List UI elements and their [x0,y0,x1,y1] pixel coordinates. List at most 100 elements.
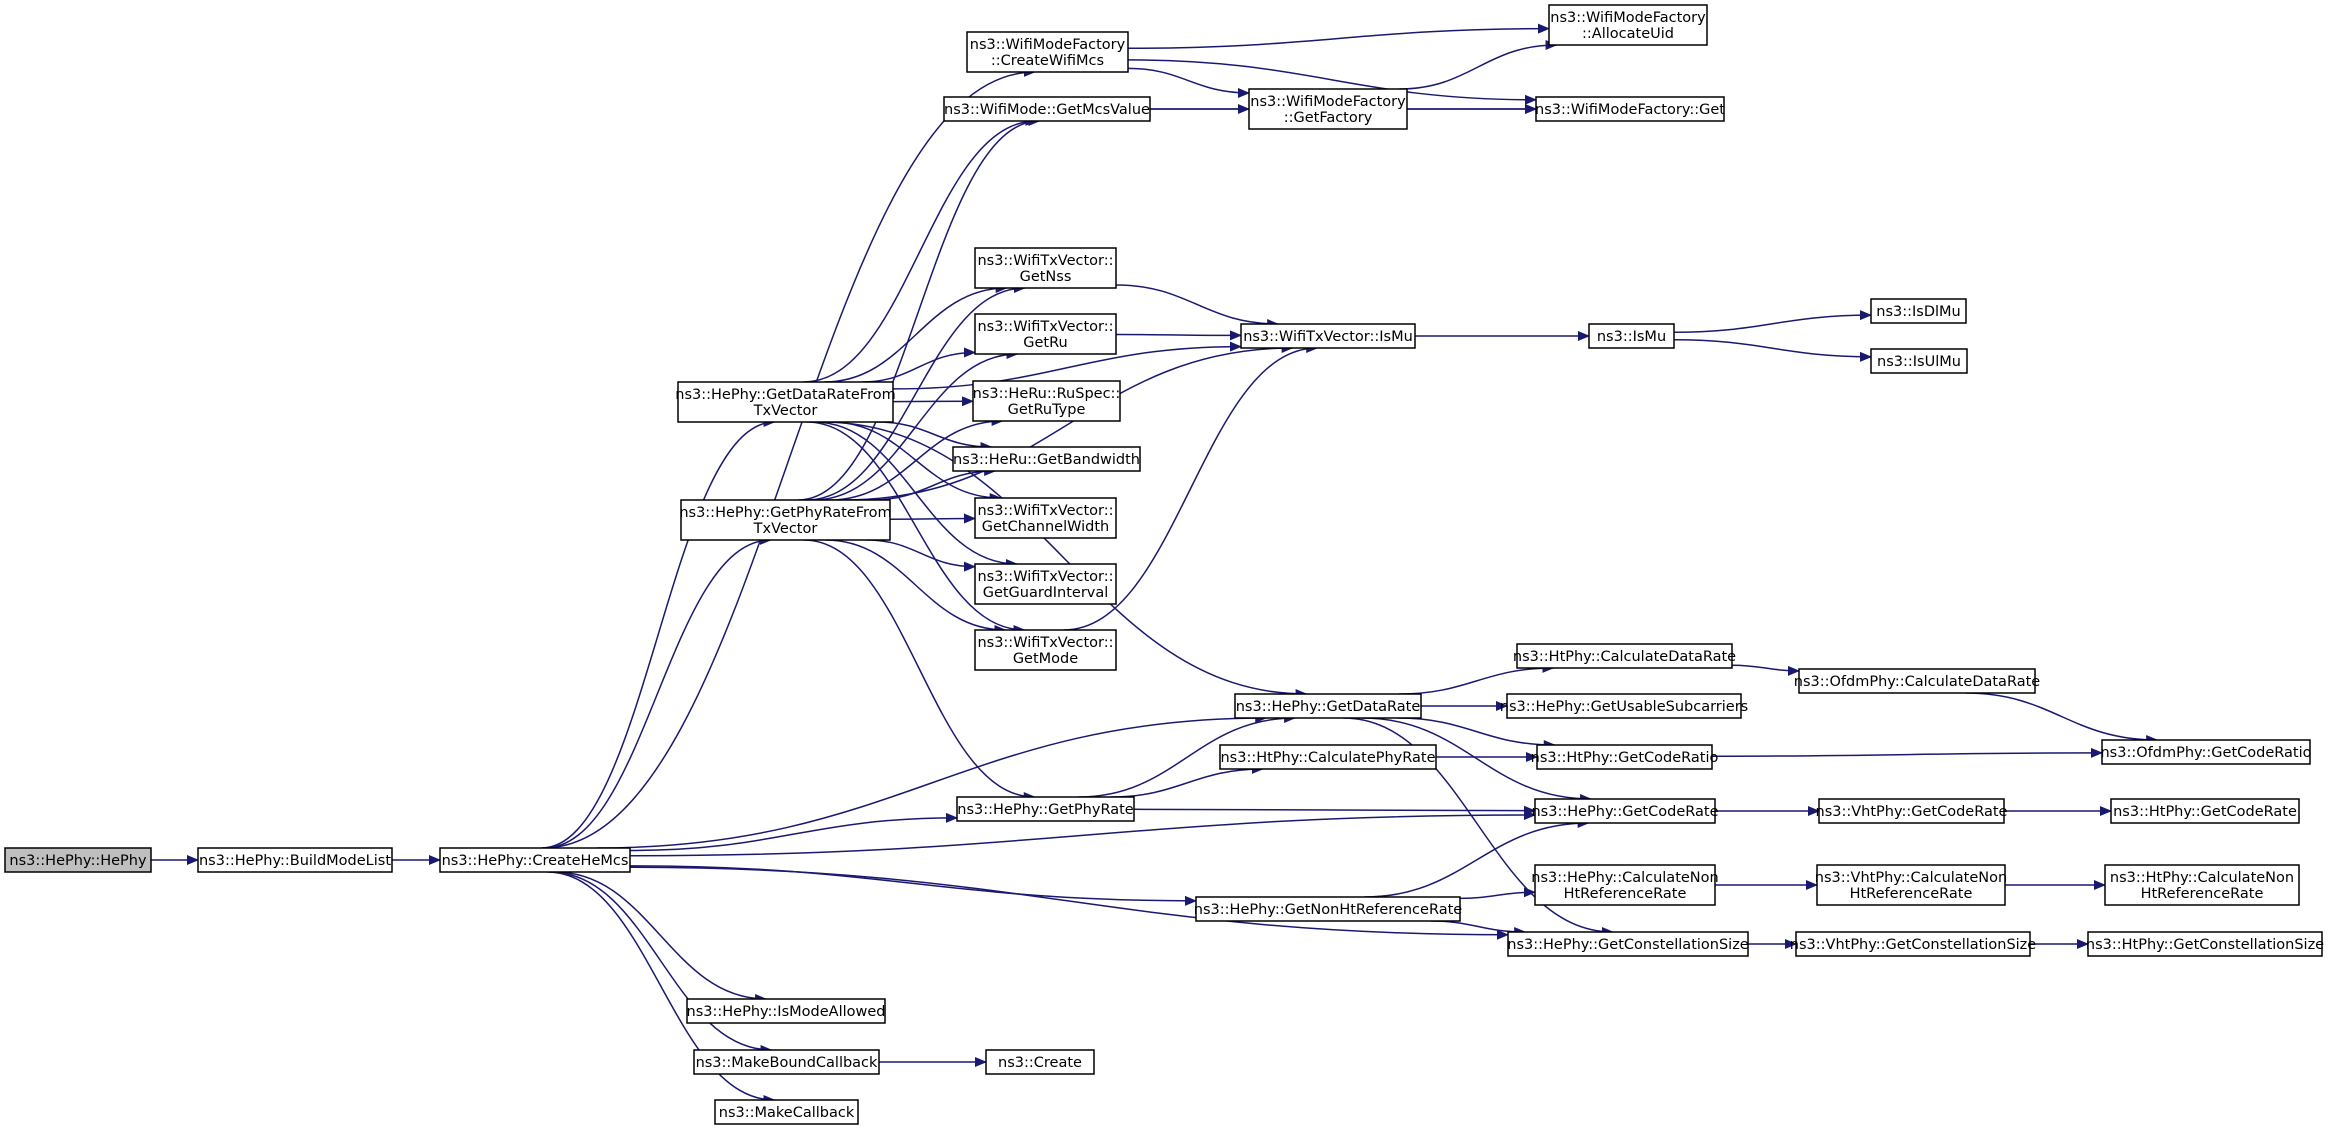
node-label: ns3::HePhy::GetUsableSubcarriers [1500,699,1748,715]
node-createwifimcs[interactable]: ns3::WifiModeFactory::CreateWifiMcs [966,31,1129,73]
node-box [972,380,1121,422]
node-ofdmcalcdatarate[interactable]: ns3::OfdmPhy::CalculateDataRate [1794,668,2040,694]
node-label: ns3::OfdmPhy::CalculateDataRate [1794,674,2040,690]
edge-getdataratefromtx-to-getmcsvalue [803,116,1038,383]
node-box [974,497,1117,539]
node-getmcsvalue[interactable]: ns3::WifiMode::GetMcsValue [943,96,1151,122]
node-label: HtReferenceRate [1850,886,1973,902]
node-label: ns3::VhtPhy::GetCodeRate [1816,804,2008,820]
node-label: ns3::WifiModeFactory [970,37,1126,53]
node-box [4,847,152,873]
node-label: ns3::WifiModeFactory [1250,94,1406,110]
edge-getphyrate-to-hegetcoderate [1133,805,1536,816]
node-getnonhtrefrate[interactable]: ns3::HePhy::GetNonHtReferenceRate [1194,896,1462,922]
node-label: ns3::Create [998,1055,1082,1071]
node-create[interactable]: ns3::Create [985,1049,1095,1075]
node-getdatarate[interactable]: ns3::HePhy::GetDataRate [1234,693,1422,719]
node-box [1234,693,1422,719]
node-label: ns3::HePhy::GetCodeRate [1531,804,1718,820]
node-hegetcoderate[interactable]: ns3::HePhy::GetCodeRate [1531,798,1719,824]
edge-getphyratefromtx-to-getguardinterval [866,539,976,572]
node-label: ns3::IsDlMu [1876,304,1960,320]
node-label: GetRuType [1008,402,1086,418]
edge-getru-to-txismu [1115,330,1242,341]
node-getbandwidth[interactable]: ns3::HeRu::GetBandwidth [952,446,1141,472]
node-box [1548,4,1708,46]
nodes-layer: ns3::HePhy::HePhy ns3::HePhy::BuildModeLi… [4,4,2324,1125]
node-box [1870,298,1967,324]
node-box [1240,323,1416,349]
edge-getdataratefromtx-to-getru [861,347,976,383]
node-box [1588,323,1675,349]
node-label: ns3::IsUlMu [1877,354,1961,370]
node-label: GetGuardInterval [983,585,1109,601]
node-isdlmu[interactable]: ns3::IsDlMu [1870,298,1967,324]
node-ismu[interactable]: ns3::IsMu [1588,323,1675,349]
node-label: HtReferenceRate [2141,886,2264,902]
edge-createwifimcs-to-wmfget [1127,59,1537,105]
node-htgetcoderatio[interactable]: ns3::HtPhy::GetCodeRatio [1531,744,1719,770]
node-getfactory[interactable]: ns3::WifiModeFactory::GetFactory [1248,88,1408,130]
edge-htcalcdatarate-to-ofdmcalcdatarate [1731,664,1800,676]
node-box [1795,931,2031,957]
node-label: ns3::HePhy::HePhy [9,853,147,869]
node-vhtgetcoderate[interactable]: ns3::VhtPhy::GetCodeRate [1816,798,2008,824]
node-label: ns3::WifiTxVector:: [977,253,1113,269]
node-getusablesubcarriers[interactable]: ns3::HePhy::GetUsableSubcarriers [1500,693,1748,719]
node-createhemcs[interactable]: ns3::HePhy::CreateHeMcs [439,847,631,873]
node-ofdmgetcoderatio[interactable]: ns3::OfdmPhy::GetCodeRatio [2100,739,2312,765]
node-getmode[interactable]: ns3::WifiTxVector::GetMode [974,629,1117,671]
edge-getdataratefromtx-to-getdatarate [821,421,1308,699]
node-label: ns3::HePhy::CreateHeMcs [442,853,629,869]
node-htgetcoderate[interactable]: ns3::HtPhy::GetCodeRate [2110,798,2300,824]
node-makeboundcallback[interactable]: ns3::MakeBoundCallback [693,1049,880,1075]
node-box [2101,739,2311,765]
node-label: ns3::IsMu [1597,329,1666,345]
node-box [974,247,1117,289]
node-label: ns3::WifiTxVector:: [977,569,1113,585]
edge-createhemcs-to-getdataratefromtx [541,417,776,849]
node-ismodeallowed[interactable]: ns3::HePhy::IsModeAllowed [686,998,886,1024]
node-htcalcdatarate[interactable]: ns3::HtPhy::CalculateDataRate [1513,643,1736,669]
node-wmfget[interactable]: ns3::WifiModeFactory::Get [1535,96,1725,122]
node-getphyrate[interactable]: ns3::HePhy::GetPhyRate [956,796,1135,822]
node-vhtgetconst[interactable]: ns3::VhtPhy::GetConstellationSize [1790,931,2037,957]
edge-createhemcs-to-makeboundcallback [549,871,773,1055]
node-label: ns3::WifiMode::GetMcsValue [944,102,1150,118]
node-getrutype[interactable]: ns3::HeRu::RuSpec::GetRuType [972,380,1121,422]
node-box [1534,864,1716,906]
node-htcalcphyrate[interactable]: ns3::HtPhy::CalculatePhyRate [1219,744,1437,770]
node-htgetconst[interactable]: ns3::HtPhy::GetConstellationSize [2086,931,2324,957]
node-getguardinterval[interactable]: ns3::WifiTxVector::GetGuardInterval [974,563,1117,605]
node-label: ns3::WifiModeFactory::Get [1535,102,1725,118]
node-box [439,847,631,873]
node-box [952,446,1141,472]
node-allocateuid[interactable]: ns3::WifiModeFactory::AllocateUid [1548,4,1708,46]
edge-getdatarate-to-htcalcdatarate [1399,663,1555,695]
node-hegetconst[interactable]: ns3::HePhy::GetConstellationSize [1507,931,1749,957]
edge-getdataratefromtx-to-getbandwidth [877,421,993,452]
node-getnss[interactable]: ns3::WifiTxVector::GetNss [974,247,1117,289]
node-label: ns3::MakeCallback [719,1105,855,1121]
node-label: ns3::WifiModeFactory [1550,10,1706,26]
node-label: ns3::OfdmPhy::GetCodeRatio [2100,745,2311,761]
node-box [693,1049,880,1075]
node-txismu[interactable]: ns3::WifiTxVector::IsMu [1240,323,1416,349]
edge-getphyratefromtx-to-getmcsvalue [798,116,1041,501]
node-buildmodelist[interactable]: ns3::HePhy::BuildModeList [197,847,393,873]
node-label: ns3::HePhy::CalculateNon [1531,870,1718,886]
node-getru[interactable]: ns3::WifiTxVector::GetRu [974,313,1117,355]
node-box [2087,931,2323,957]
node-getchannelwidth[interactable]: ns3::WifiTxVector::GetChannelWidth [974,497,1117,539]
edge-createhemcs-to-getdatarate [596,713,1268,849]
node-makecallback[interactable]: ns3::MakeCallback [714,1099,859,1125]
node-label: ns3::HtPhy::GetCodeRate [2113,804,2297,820]
node-isulmu[interactable]: ns3::IsUlMu [1870,348,1968,374]
node-label: ns3::WifiTxVector:: [977,635,1113,651]
